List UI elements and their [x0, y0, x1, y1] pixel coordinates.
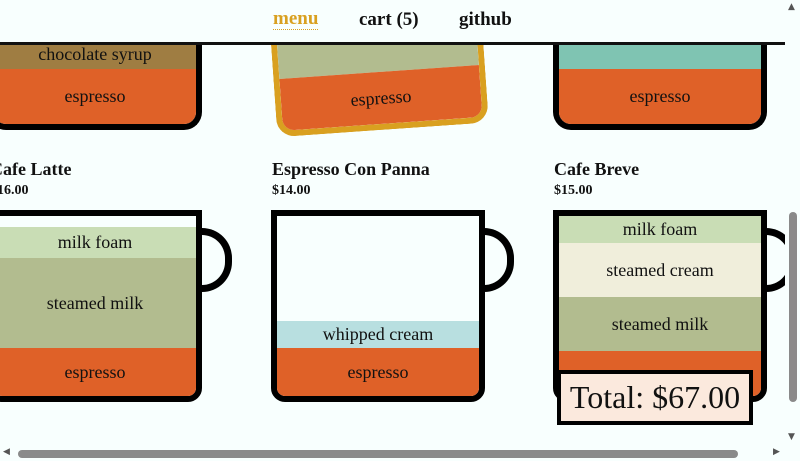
cup-handle	[196, 228, 232, 292]
horizontal-scrollbar[interactable]: ◀ ▶	[0, 446, 800, 461]
scroll-down-arrow-icon[interactable]: ▼	[788, 432, 795, 442]
steamed-cream-layer: steamed cream	[559, 243, 761, 297]
product-price: $15.00	[554, 183, 593, 198]
product-name: Espresso Con Panna	[272, 159, 430, 179]
product-price: $16.00	[0, 183, 29, 198]
cup-handle	[478, 228, 514, 292]
scroll-left-arrow-icon[interactable]: ◀	[3, 447, 10, 457]
coffee-cup-espresso-con-panna[interactable]: whipped cream espresso	[271, 210, 485, 402]
nav-github-link[interactable]: github	[459, 9, 512, 30]
vertical-scrollbar[interactable]: ▲ ▼	[785, 0, 800, 446]
espresso-layer: espresso	[0, 69, 196, 124]
product-name: Cafe Breve	[554, 159, 640, 179]
steamed-milk-layer: steamed milk	[0, 258, 196, 348]
product-price: $14.00	[272, 183, 311, 198]
espresso-layer: espresso	[0, 348, 196, 396]
steamed-milk-layer: steamed milk	[559, 297, 761, 351]
nav-menu-link[interactable]: menu	[273, 8, 319, 30]
scroll-up-arrow-icon[interactable]: ▲	[788, 2, 795, 12]
coffee-cup-cafe-latte[interactable]: milk foam steamed milk espresso	[0, 210, 202, 402]
milk-foam-layer: milk foam	[559, 216, 761, 243]
scroll-right-arrow-icon[interactable]: ▶	[773, 447, 780, 457]
coffee-cup-top-left[interactable]: chocolate syrup espresso	[0, 40, 202, 130]
horizontal-scroll-thumb[interactable]	[18, 450, 738, 458]
cart-total: Total: $67.00	[557, 370, 753, 425]
product-name: Cafe Latte	[0, 159, 72, 179]
milk-foam-layer: milk foam	[0, 227, 196, 258]
vertical-scroll-thumb[interactable]	[789, 212, 797, 402]
espresso-layer: espresso	[277, 348, 479, 396]
espresso-layer: espresso	[559, 69, 761, 124]
coffee-cup-top-right[interactable]: espresso	[553, 40, 767, 130]
whipped-cream-layer: whipped cream	[277, 321, 479, 348]
top-nav: menu cart (5) github	[0, 0, 785, 45]
nav-cart-link[interactable]: cart (5)	[359, 9, 419, 30]
